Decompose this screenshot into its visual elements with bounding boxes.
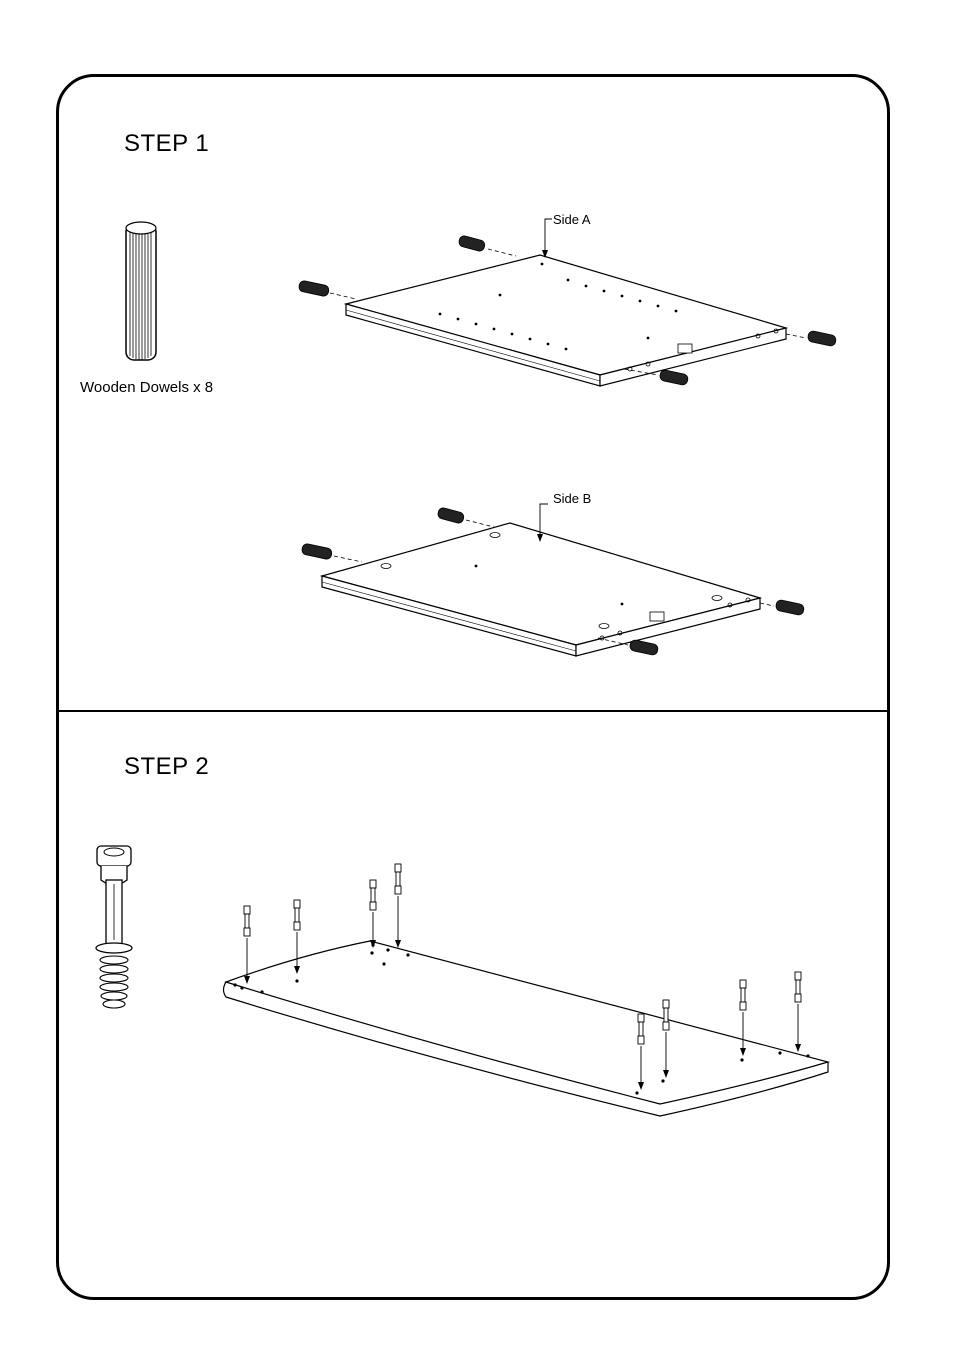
tabletop-panel-diagram (0, 0, 954, 1351)
